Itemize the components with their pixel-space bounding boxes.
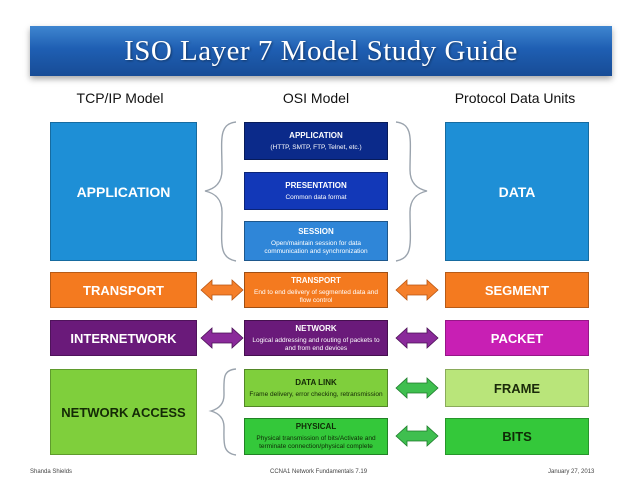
osi-network-box: NETWORK Logical addressing and routing o… <box>244 320 388 356</box>
osi-transport-box: TRANSPORT End to end delivery of segment… <box>244 272 388 308</box>
osi-presentation-desc: Common data format <box>285 193 347 201</box>
pdu-frame-box: FRAME <box>445 369 589 407</box>
arrow-transport-left <box>200 279 244 301</box>
pdu-packet-label: PACKET <box>490 330 544 346</box>
osi-physical-desc: Physical transmission of bits/Activate a… <box>256 435 376 450</box>
osi-application-box: APPLICATION (HTTP, SMTP, FTP, Telnet, et… <box>244 122 388 160</box>
tcpip-internetwork-label: INTERNETWORK <box>70 330 177 346</box>
pdu-segment-box: SEGMENT <box>445 272 589 308</box>
osi-datalink-desc: Frame delivery, error checking, retransm… <box>249 390 383 398</box>
arrow-transport-right <box>395 279 439 301</box>
osi-transport-name: TRANSPORT <box>291 275 341 285</box>
title-banner: ISO Layer 7 Model Study Guide <box>30 26 612 76</box>
arrow-physical-right <box>395 425 439 447</box>
tcpip-internetwork-box: INTERNETWORK <box>50 320 197 356</box>
footer-author: Shanda Shields <box>30 469 73 475</box>
header-osi: OSI Model <box>282 90 350 106</box>
osi-application-desc: (HTTP, SMTP, FTP, Telnet, etc.) <box>270 143 362 151</box>
brace-left-network-access <box>208 368 237 456</box>
header-pdu: Protocol Data Units <box>454 90 576 106</box>
osi-session-desc: Open/maintain session for data communica… <box>264 239 368 255</box>
pdu-frame-label: FRAME <box>493 380 541 396</box>
header-tcpip: TCP/IP Model <box>76 90 164 106</box>
footer-date: January 27, 2013 <box>548 469 595 475</box>
pdu-bits-box: BITS <box>445 418 589 455</box>
osi-application-name: APPLICATION <box>289 130 343 140</box>
brace-left-application <box>204 121 237 262</box>
pdu-bits-label: BITS <box>502 429 532 444</box>
arrow-network-right <box>395 327 439 349</box>
arrow-network-left <box>200 327 244 349</box>
osi-presentation-box: PRESENTATION Common data format <box>244 172 388 210</box>
footer-course: CCNA1 Network Fundamentals 7.19 <box>270 469 368 475</box>
osi-physical-name: PHYSICAL <box>295 422 337 431</box>
osi-session-name: SESSION <box>298 226 334 236</box>
page-title: ISO Layer 7 Model Study Guide <box>124 34 518 67</box>
pdu-data-label: DATA <box>498 183 536 200</box>
tcpip-network-access-label: NETWORK ACCESS <box>61 404 186 420</box>
brace-right-application <box>395 121 428 262</box>
tcpip-network-access-box: NETWORK ACCESS <box>50 369 197 455</box>
pdu-data-box: DATA <box>445 122 589 261</box>
pdu-packet-box: PACKET <box>445 320 589 356</box>
osi-network-name: NETWORK <box>295 323 337 333</box>
osi-session-box: SESSION Open/maintain session for data c… <box>244 221 388 261</box>
tcpip-application-box: APPLICATION <box>50 122 197 261</box>
osi-network-desc: Logical addressing and routing of packet… <box>252 336 380 352</box>
osi-datalink-name: DATA LINK <box>295 377 337 387</box>
osi-datalink-box: DATA LINK Frame delivery, error checking… <box>244 369 388 407</box>
osi-transport-desc: End to end delivery of segmented data an… <box>254 288 378 304</box>
osi-presentation-name: PRESENTATION <box>285 180 347 190</box>
pdu-segment-label: SEGMENT <box>484 282 550 298</box>
tcpip-transport-label: TRANSPORT <box>83 282 164 298</box>
tcpip-transport-box: TRANSPORT <box>50 272 197 308</box>
osi-physical-box: PHYSICAL Physical transmission of bits/A… <box>244 418 388 455</box>
tcpip-application-label: APPLICATION <box>76 183 171 200</box>
arrow-datalink-right <box>395 377 439 399</box>
